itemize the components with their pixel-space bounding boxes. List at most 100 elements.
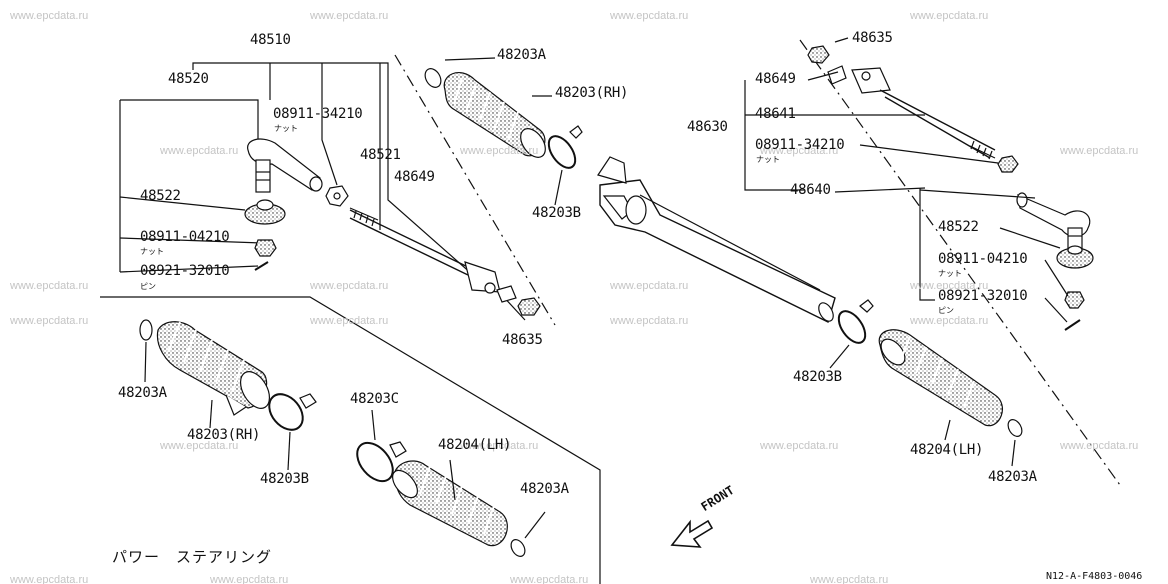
boot-48203RH-top (443, 72, 546, 158)
part-label-48204LH-right[interactable]: 48204(LH) (910, 442, 984, 458)
part-label-08911-04210-right[interactable]: 08911-04210 (938, 251, 1028, 267)
leader-48649-left (387, 72, 491, 291)
pin-sublabel: ピン (938, 306, 954, 315)
boot-48204LH-inset (392, 460, 508, 547)
centerline-left (394, 54, 556, 326)
leader-48203B-inset (287, 431, 291, 471)
washer-48649-left (496, 285, 517, 303)
part-label-48635-left[interactable]: 48635 (502, 332, 543, 348)
watermark-text: www.epcdata.ru (460, 440, 539, 452)
part-label-48522-left[interactable]: 48522 (140, 188, 181, 204)
clip-48203A-inset2 (510, 539, 526, 557)
watermark-text: www.epcdata.ru (510, 574, 589, 584)
part-label-08911-34210-left[interactable]: 08911-34210 (273, 106, 363, 122)
watermark-text: www.epcdata.ru (310, 280, 389, 292)
part-label-48203A-right[interactable]: 48203A (988, 469, 1037, 485)
watermark-text: www.epcdata.ru (610, 10, 689, 22)
watermark-text: www.epcdata.ru (210, 574, 289, 584)
watermark-text: www.epcdata.ru (10, 10, 89, 22)
boot-48522-left (244, 199, 286, 225)
part-label-48510[interactable]: 48510 (250, 32, 291, 48)
watermark-text: www.epcdata.ru (910, 280, 989, 292)
part-label-48649-right[interactable]: 48649 (755, 71, 796, 87)
watermark-text: www.epcdata.ru (760, 440, 839, 452)
leader-48204LH-inset (449, 459, 456, 501)
part-label-48630[interactable]: 48630 (687, 119, 728, 135)
boot-48522-right (1056, 245, 1094, 269)
watermark-text: www.epcdata.ru (910, 315, 989, 327)
centerline-right (799, 39, 1121, 486)
steering-rack-48510 (597, 156, 836, 323)
part-label-08911-04210-left[interactable]: 08911-04210 (140, 229, 230, 245)
leader-48522-right (999, 227, 1061, 249)
reference-code: N12-A-F4803-0046 (1046, 571, 1143, 582)
pin-08921-32010-right (1064, 319, 1081, 331)
part-label-48203B-inset[interactable]: 48203B (260, 471, 309, 487)
watermark-text: www.epcdata.ru (460, 145, 539, 157)
nut-48635-left (517, 297, 541, 316)
leader-48203B-right (829, 344, 850, 369)
leader-48649-right (807, 71, 839, 81)
part-label-48203RH-inset[interactable]: 48203(RH) (187, 427, 261, 443)
part-label-48520[interactable]: 48520 (168, 71, 209, 87)
part-label-08911-34210-right[interactable]: 08911-34210 (755, 137, 845, 153)
nut-sublabel: ナット (756, 155, 780, 164)
bracket-48520 (120, 99, 259, 145)
watermark-text: www.epcdata.ru (1060, 145, 1139, 157)
part-label-48641[interactable]: 48641 (755, 106, 796, 122)
leader-48203A-top (444, 57, 496, 61)
leader-48640-end (919, 189, 1036, 199)
clip-48203A-inset (139, 319, 153, 341)
nut-08911-34210-right (997, 155, 1019, 173)
bracket-48630 (744, 80, 805, 191)
watermark-text: www.epcdata.ru (610, 280, 689, 292)
nut-sublabel: ナット (938, 269, 962, 278)
part-label-48649-left[interactable]: 48649 (394, 169, 435, 185)
leader-48522-left (119, 196, 246, 211)
part-label-48203B-mid[interactable]: 48203B (532, 205, 581, 221)
leader-48203C-inset (371, 409, 376, 441)
clip-48203A-top (424, 68, 442, 88)
leader-48203A-inset (144, 341, 147, 383)
leader-48203A-inset2 (524, 511, 546, 539)
tie-rod-end-left (247, 138, 323, 193)
part-label-48522-right[interactable]: 48522 (938, 219, 979, 235)
part-label-48204LH-inset[interactable]: 48204(LH) (438, 437, 512, 453)
part-label-48203A-inset2[interactable]: 48203A (520, 481, 569, 497)
clip-48203A-right (1007, 419, 1023, 437)
watermark-text: www.epcdata.ru (10, 280, 89, 292)
clamp-48203B-right (837, 299, 874, 344)
clamp-48203B-mid (547, 125, 583, 169)
part-label-08921-32010-right[interactable]: 08921-32010 (938, 288, 1028, 304)
part-label-48203B-right[interactable]: 48203B (793, 369, 842, 385)
clamp-48203C-inset (356, 441, 407, 483)
front-arrow-icon (670, 519, 714, 548)
washer-48649-right (827, 65, 847, 85)
part-label-48521[interactable]: 48521 (360, 147, 401, 163)
part-label-48635-right[interactable]: 48635 (852, 30, 893, 46)
watermark-text: www.epcdata.ru (910, 10, 989, 22)
part-label-48203RH-top[interactable]: 48203(RH) (555, 85, 629, 101)
leader-48203A-right (1011, 439, 1016, 467)
leader-08911-04210-left (119, 237, 263, 244)
leader-48203B-mid (554, 169, 563, 206)
part-label-08921-32010-left[interactable]: 08921-32010 (140, 263, 230, 279)
leader-08911-34210-right (859, 144, 999, 164)
pin-sublabel: ピン (140, 282, 156, 291)
leader-08911-04210-right (1044, 259, 1069, 297)
watermark-text: www.epcdata.ru (1060, 440, 1139, 452)
part-label-48640[interactable]: 48640 (790, 182, 831, 198)
watermark-text: www.epcdata.ru (10, 315, 89, 327)
watermark-text: www.epcdata.ru (160, 440, 239, 452)
leader-08921-32010-right (1044, 297, 1068, 323)
leader-48203RH-inset (209, 399, 213, 429)
watermark-text: www.epcdata.ru (760, 145, 839, 157)
bracket-48640 (919, 188, 935, 301)
part-label-48203A-inset[interactable]: 48203A (118, 385, 167, 401)
watermark-text: www.epcdata.ru (10, 574, 89, 584)
part-label-48203A-top[interactable]: 48203A (497, 47, 546, 63)
leader-48640 (834, 187, 926, 193)
part-label-48203C-inset[interactable]: 48203C (350, 391, 399, 407)
